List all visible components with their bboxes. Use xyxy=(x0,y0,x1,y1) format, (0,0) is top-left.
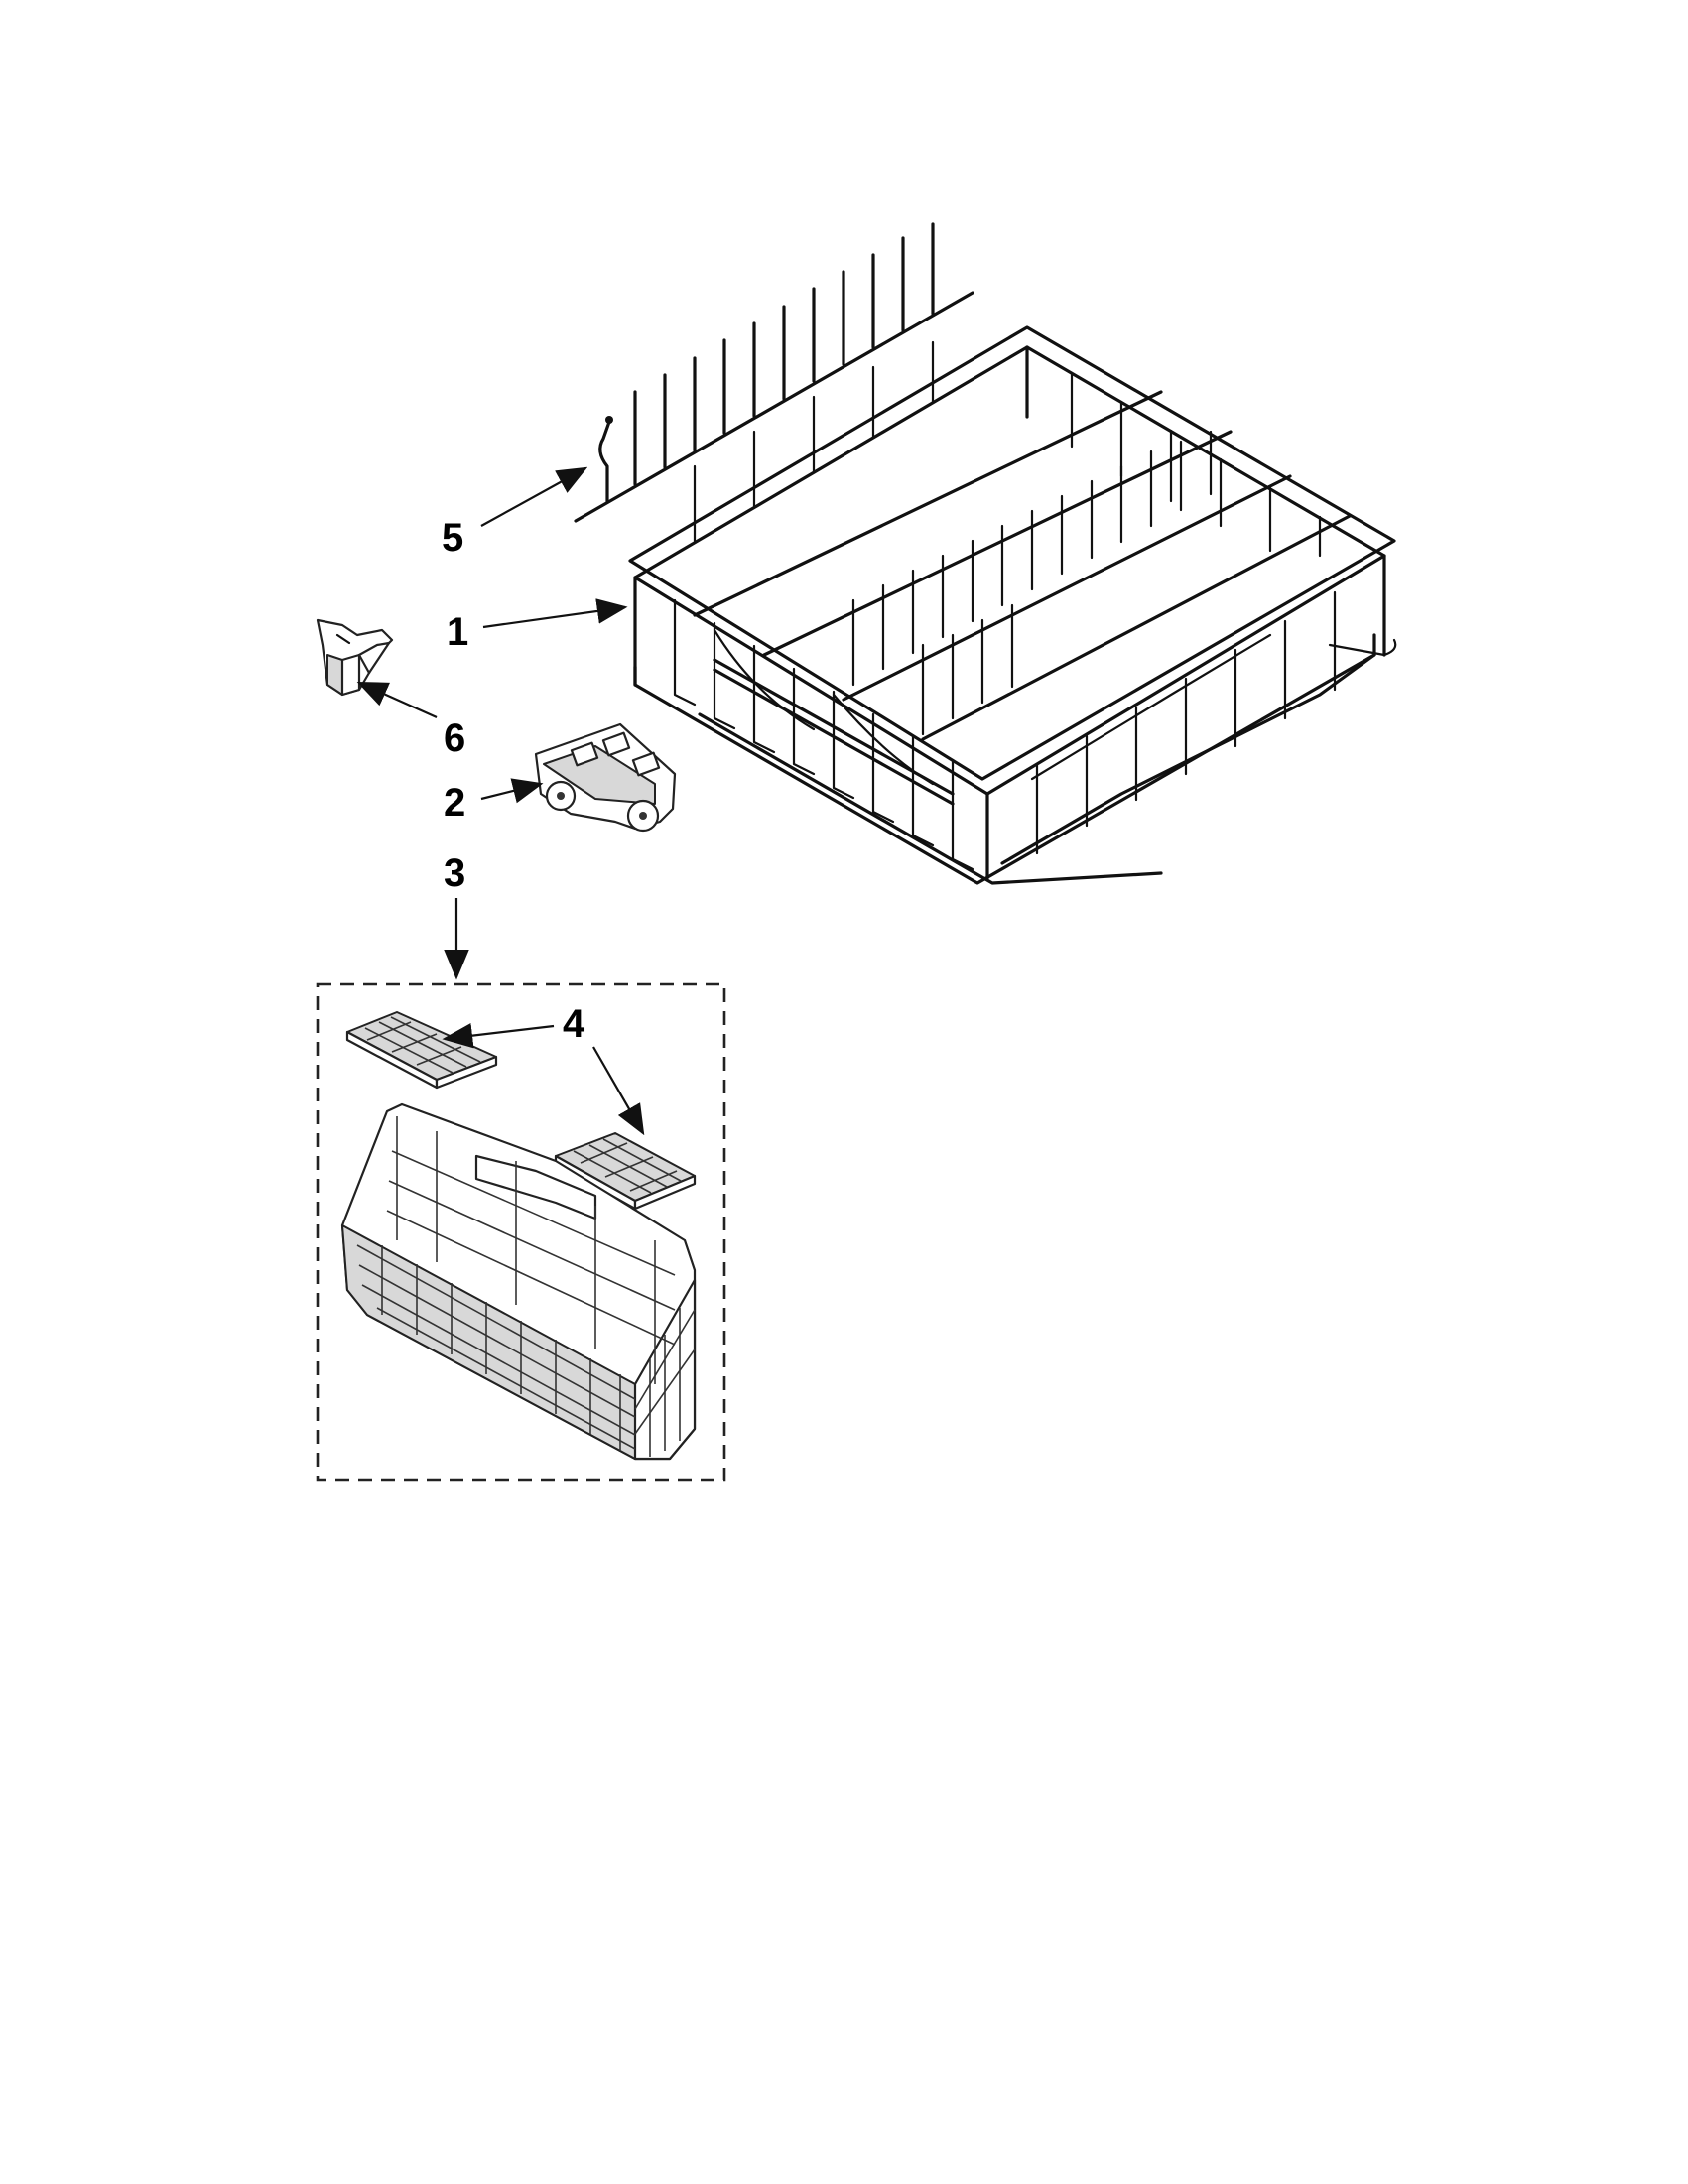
callout-2: 2 xyxy=(444,781,465,825)
leader-5 xyxy=(480,466,588,527)
basket-side-grid xyxy=(634,1308,696,1457)
basket-front-grid xyxy=(356,1244,636,1451)
leader-4b xyxy=(592,1046,645,1136)
tine-row-icon[interactable] xyxy=(574,222,974,523)
leader-lines xyxy=(356,466,645,1136)
callout-6: 6 xyxy=(444,716,465,760)
basket-lid-icon[interactable] xyxy=(345,1011,498,1090)
rack-roller-icon[interactable] xyxy=(534,722,677,833)
basket-kit-box xyxy=(316,982,726,1482)
rack-side-wires xyxy=(1035,590,1337,855)
lid-grid-1 xyxy=(364,1016,481,1074)
leader-1 xyxy=(482,598,628,629)
basket-interior xyxy=(386,1116,676,1384)
tine-row-tines xyxy=(633,222,935,486)
leader-6 xyxy=(356,681,438,719)
leader-2 xyxy=(480,778,544,804)
silverware-basket-icon[interactable] xyxy=(340,1102,697,1461)
dishrack-icon[interactable] xyxy=(628,325,1397,885)
leader-4a xyxy=(442,1022,555,1049)
callout-1: 1 xyxy=(447,610,468,654)
callout-5: 5 xyxy=(442,516,463,560)
rack-tines xyxy=(851,430,1213,736)
callout-4: 4 xyxy=(563,1002,585,1046)
lid-grid-2 xyxy=(573,1138,682,1194)
stop-clip-icon[interactable] xyxy=(316,618,394,697)
rack-back-wires xyxy=(693,340,1322,558)
callout-3: 3 xyxy=(444,851,465,895)
